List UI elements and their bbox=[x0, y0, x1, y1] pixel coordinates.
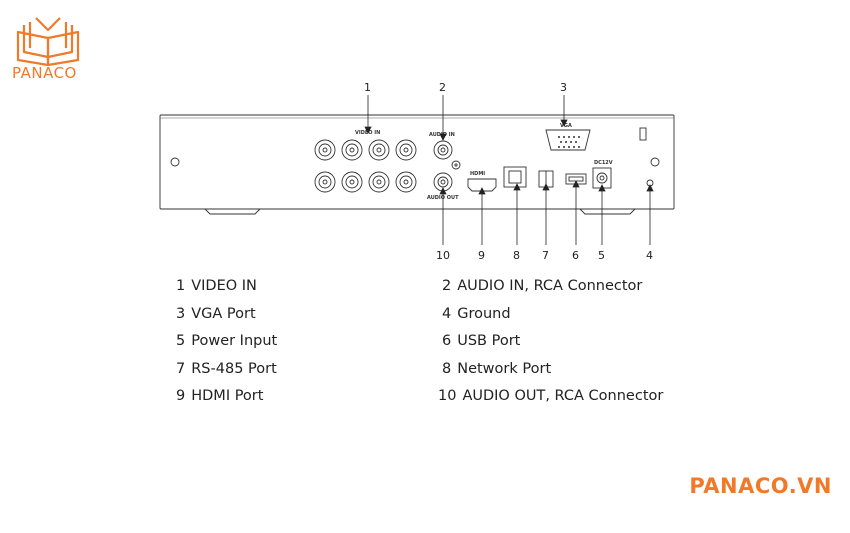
legend-label: VIDEO IN bbox=[191, 278, 257, 294]
legend-label: HDMI Port bbox=[191, 388, 264, 404]
callout-7: 7 bbox=[542, 249, 549, 262]
legend-item: 6 USB Port bbox=[442, 333, 520, 349]
screw-right-icon bbox=[650, 157, 660, 167]
callout-3: 3 bbox=[560, 81, 567, 94]
callout-6: 6 bbox=[572, 249, 579, 262]
panel-body bbox=[159, 114, 675, 210]
legend-label: Power Input bbox=[191, 333, 278, 349]
legend-item: 1 VIDEO IN bbox=[176, 278, 257, 294]
legend-label: USB Port bbox=[457, 333, 521, 349]
legend-item: 9 HDMI Port bbox=[176, 388, 263, 404]
legend-item: 10 AUDIO OUT, RCA Connector bbox=[438, 388, 663, 404]
legend-number: 5 bbox=[176, 333, 186, 349]
panel-label-dc: DC12V bbox=[594, 160, 613, 166]
panel-foot-right bbox=[579, 208, 636, 215]
legend-label: VGA Port bbox=[191, 305, 256, 322]
legend-number: 9 bbox=[176, 388, 186, 404]
brand-website: PANACO.VN bbox=[689, 474, 832, 498]
legend-number: 2 bbox=[442, 278, 452, 294]
panel-foot-left bbox=[204, 208, 261, 215]
legend-item: 4 Ground bbox=[442, 306, 511, 322]
legend-row: 9 HDMI Port 10 AUDIO OUT, RCA Connector bbox=[172, 388, 672, 416]
logo-text: PANACO bbox=[12, 64, 77, 82]
legend-row: 7 RS-485 Port 8 Network Port bbox=[172, 361, 672, 389]
callout-4: 4 bbox=[646, 249, 653, 262]
legend-item: 2 AUDIO IN, RCA Connector bbox=[442, 278, 642, 294]
legend-item: 3 VGA Port bbox=[176, 306, 256, 322]
vga-port-icon bbox=[545, 129, 591, 151]
legend-number: 8 bbox=[442, 360, 452, 377]
panaco-logo-icon bbox=[16, 17, 80, 67]
legend-number: 7 bbox=[176, 360, 186, 377]
callout-9: 9 bbox=[478, 249, 485, 262]
callout-8: 8 bbox=[513, 249, 520, 262]
legend-label: Network Port bbox=[457, 360, 552, 377]
audio-in-rca-icon bbox=[433, 140, 453, 160]
audio-out-rca-icon bbox=[433, 172, 453, 192]
callout-1: 1 bbox=[364, 81, 371, 94]
legend-label: AUDIO IN, RCA Connector bbox=[457, 278, 643, 294]
video-in-bnc-group bbox=[314, 139, 417, 193]
legend-number: 6 bbox=[442, 333, 452, 349]
legend-row: 1 VIDEO IN 2 AUDIO IN, RCA Connector bbox=[172, 278, 672, 306]
port-legend: 1 VIDEO IN 2 AUDIO IN, RCA Connector 3 VGA … bbox=[172, 278, 672, 416]
ground-symbol-icon bbox=[451, 160, 461, 170]
legend-number: 3 bbox=[176, 305, 186, 322]
legend-row: 5 Power Input 6 USB Port bbox=[172, 333, 672, 361]
dvr-rear-panel-diagram: VIDEO IN AUDIO IN AUDIO OUT VGA HDMI DC1… bbox=[159, 81, 675, 262]
network-port-icon bbox=[503, 166, 527, 188]
hdmi-port-icon bbox=[467, 178, 497, 192]
screw-left-icon bbox=[170, 157, 180, 167]
legend-item: 8 Network Port bbox=[442, 361, 551, 377]
legend-item: 5 Power Input bbox=[176, 333, 277, 349]
callout-10: 10 bbox=[436, 249, 450, 262]
panel-label-vga: VGA bbox=[560, 123, 572, 129]
legend-number: 10 bbox=[438, 388, 457, 404]
legend-label: RS-485 Port bbox=[191, 360, 277, 377]
legend-label: AUDIO OUT, RCA Connector bbox=[462, 388, 664, 404]
legend-number: 1 bbox=[176, 278, 186, 294]
legend-item: 7 RS-485 Port bbox=[176, 361, 277, 377]
panel-label-hdmi: HDMI bbox=[470, 171, 485, 177]
legend-number: 4 bbox=[442, 305, 452, 322]
callout-5: 5 bbox=[598, 249, 605, 262]
callout-2: 2 bbox=[439, 81, 446, 94]
legend-row: 3 VGA Port 4 Ground bbox=[172, 306, 672, 334]
legend-label: Ground bbox=[457, 305, 511, 322]
